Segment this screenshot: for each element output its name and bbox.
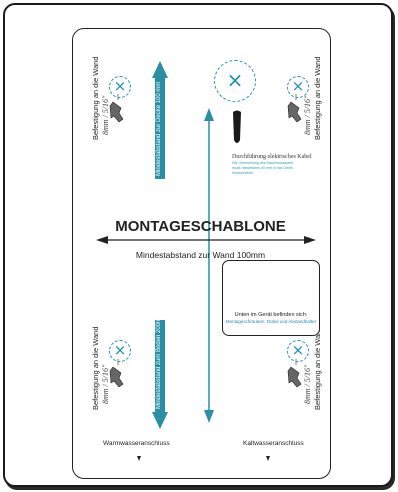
drill-size-bottom-right: 8mm / 5/16": [303, 364, 312, 404]
mount-label-top-right: Befestigung an die Wand: [313, 56, 322, 140]
mount-hole-bottom-right: ×: [287, 340, 309, 362]
mounting-template-sheet: [72, 28, 331, 479]
page-title: MONTAGESCHABLONE: [115, 218, 286, 235]
drill-icon: [287, 94, 302, 123]
drill-size-top-left: 8mm / 5/16": [101, 95, 110, 135]
cold-water-marker: [266, 456, 270, 461]
drill-size-top-right: 8mm / 5/16": [303, 95, 312, 135]
floor-distance-arrow: [152, 320, 168, 429]
mount-hole-bottom-left: ×: [109, 340, 131, 362]
center-horizontal-line: [96, 236, 316, 244]
floor-distance-label: Mindestabstand zum Boden 200mm: [156, 312, 162, 409]
drill-icon: [109, 359, 124, 388]
warm-water-marker: [137, 456, 141, 461]
ceiling-distance-label: Mindestabstand zur Decke 100 mm: [156, 81, 162, 176]
warm-water-label: Warmwasseranschluss: [103, 440, 170, 447]
drill-icon: [287, 359, 302, 388]
accessory-box-items: Montageschrauben, Dübel und Abstandhalte…: [225, 319, 317, 324]
ceiling-distance-arrow: [152, 61, 168, 179]
drill-icon: [109, 94, 124, 123]
accessory-box: Unten im Gerät befinden sich: Montagesch…: [222, 260, 320, 336]
cable-hole-mark: ×: [214, 60, 256, 102]
mount-hole-top-left: ×: [109, 76, 131, 98]
mount-label-bottom-right: Befestigung an die Wand: [313, 326, 322, 410]
cold-water-label: Kaltwasseranschluss: [243, 440, 304, 447]
center-vertical-line: [204, 108, 214, 423]
mount-label-top-left: Befestigung an die Wand: [91, 56, 100, 140]
mount-hole-top-right: ×: [287, 76, 309, 98]
cable-title: Durchführung elektrisches Kabel: [232, 154, 312, 160]
wall-distance-label: Mindestabstand zur Wand 100mm: [135, 250, 266, 260]
cable-note: Die Unterseitung des Anschlusskabels mus…: [232, 161, 294, 175]
drill-size-bottom-left: 8mm / 5/16": [101, 364, 110, 404]
cable-icon: [233, 110, 241, 143]
mount-label-bottom-left: Befestigung an die Wand: [91, 326, 100, 410]
accessory-box-title: Unten im Gerät befinden sich:: [234, 312, 308, 318]
